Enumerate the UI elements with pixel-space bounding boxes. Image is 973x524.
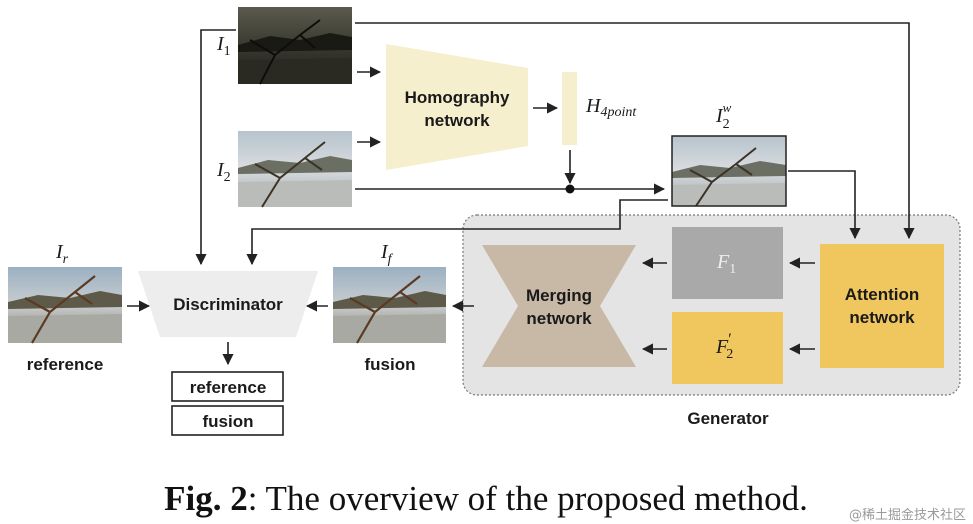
f1-label: F1 — [716, 251, 736, 277]
attention-label-1: Attention — [845, 285, 920, 304]
i1-label: I1 — [216, 33, 231, 59]
image-i2 — [238, 131, 352, 208]
image-i1 — [238, 7, 352, 85]
arrow-i1-attention — [355, 22, 915, 240]
attention-network — [820, 244, 944, 368]
i2-label: I2 — [216, 159, 231, 185]
f1-block — [672, 227, 783, 299]
output-fusion-label: fusion — [203, 412, 254, 431]
ir-label: Ir — [55, 241, 69, 267]
arrow-i1-discriminator — [195, 29, 236, 266]
reference-caption: reference — [27, 355, 104, 374]
attention-label-2: network — [849, 308, 915, 327]
generator-label: Generator — [687, 409, 769, 428]
watermark: @稀土掘金技术社区 — [849, 507, 966, 523]
image-ir — [8, 267, 122, 344]
homography-network — [386, 44, 528, 170]
arrow-i2w-discriminator — [246, 199, 668, 266]
discriminator-label: Discriminator — [173, 295, 283, 314]
image-if — [333, 267, 446, 344]
figure-caption: Fig. 2: The overview of the proposed met… — [164, 479, 808, 518]
fusion-caption: fusion — [365, 355, 416, 374]
f2-block — [672, 312, 783, 384]
merging-network — [482, 245, 636, 367]
discriminator-block — [138, 271, 318, 337]
f2-label: F2′ — [715, 331, 733, 362]
h4point-bar — [562, 72, 577, 145]
output-fusion-box — [171, 405, 284, 436]
merging-label-1: Merging — [526, 286, 592, 305]
homography-label-2: network — [424, 111, 490, 130]
if-label: If — [380, 241, 394, 267]
junction-dot — [565, 184, 575, 194]
homography-label-1: Homography — [405, 88, 510, 107]
output-reference-label: reference — [190, 378, 267, 397]
merging-label-2: network — [526, 309, 592, 328]
arrow-i2w-attention — [788, 170, 861, 240]
image-i2w — [671, 135, 787, 207]
h4point-label: H4point — [585, 95, 637, 120]
output-reference-box — [171, 371, 284, 402]
i2w-label: I2w — [715, 100, 732, 132]
